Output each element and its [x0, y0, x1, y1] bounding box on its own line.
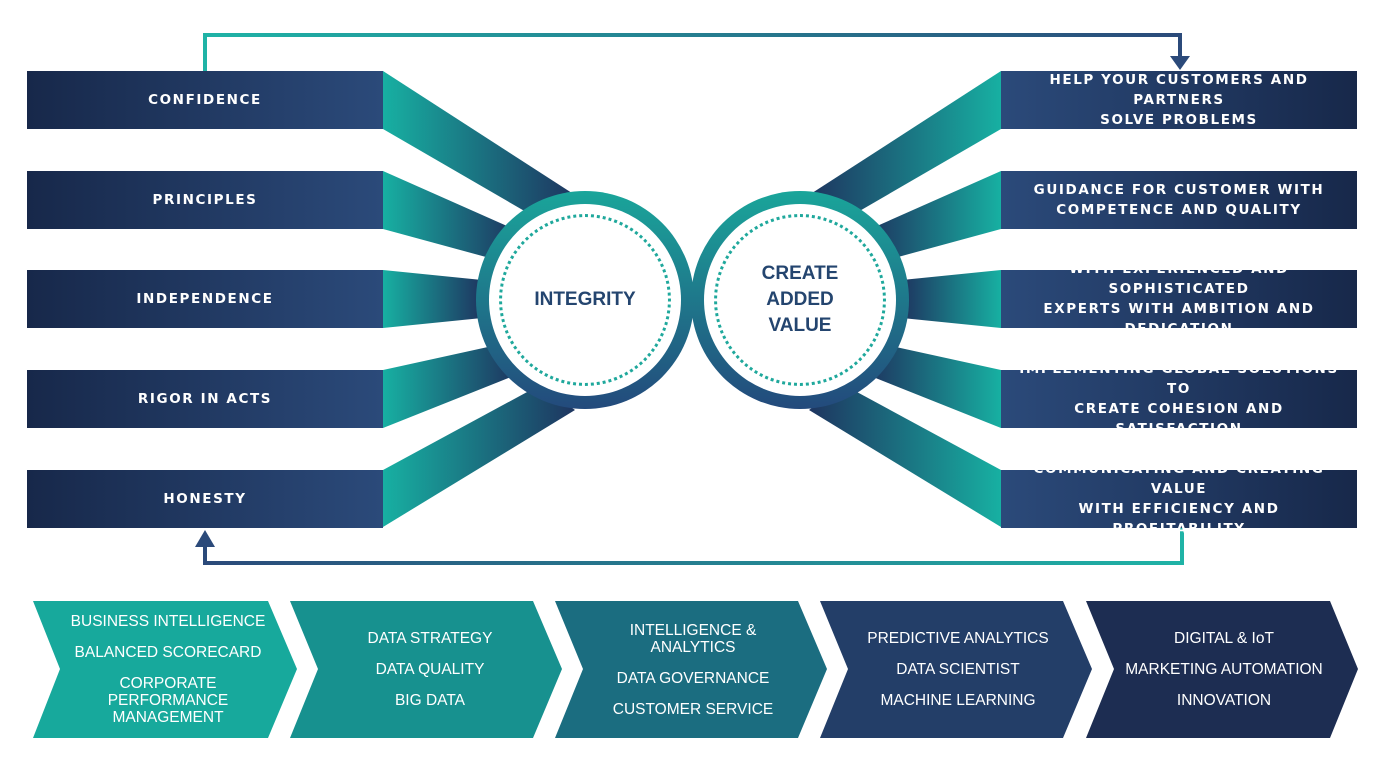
ray-global-solutions [868, 345, 1001, 428]
left-bar-independence: INDEPENDENCE [27, 270, 383, 328]
integrity-circle-dotted-ring: INTEGRITY [499, 214, 671, 386]
right-bar-communicating: COMMUNICATING AND CREATING VALUE WITH EF… [1001, 461, 1357, 537]
chevron-4-item-1: PREDICTIVE ANALYTICS [867, 630, 1049, 647]
integrity-circle: INTEGRITY [476, 191, 694, 409]
left-bar-principles: PRINCIPLES [27, 171, 383, 229]
chevron-5-item-2: MARKETING AUTOMATION [1125, 661, 1323, 678]
added-value-circle: CREATE ADDED VALUE [691, 191, 909, 409]
left-bar-honesty: HONESTY [27, 470, 383, 528]
chevron-5-item-3: INNOVATION [1176, 692, 1272, 709]
chevron-2-item-3: BIG DATA [394, 692, 466, 709]
bottom-connector-line [203, 527, 1184, 565]
right-bar-line1: WITH EXPERIENCED AND SOPHISTICATED [1069, 261, 1289, 297]
right-bar-experts: WITH EXPERIENCED AND SOPHISTICATED EXPER… [1001, 261, 1357, 337]
added-value-circle-inner: CREATE ADDED VALUE [704, 204, 896, 396]
right-bar-line2: COMPETENCE AND QUALITY [1056, 202, 1302, 218]
left-bar-label: PRINCIPLES [152, 192, 258, 208]
left-bar-label: INDEPENDENCE [136, 291, 274, 307]
right-bar-line1: HELP YOUR CUSTOMERS AND PARTNERS [1049, 72, 1309, 108]
added-value-label-line2: VALUE [768, 315, 832, 336]
ray-guidance [868, 171, 1001, 260]
ray-confidence [383, 71, 575, 220]
chevron-2-shape [290, 601, 562, 738]
chevron-5: DIGITAL & IoT MARKETING AUTOMATION INNOV… [1104, 601, 1344, 738]
chevron-1-item-1: BUSINESS INTELLIGENCE [70, 613, 266, 630]
ray-rigor [383, 345, 516, 428]
right-bar-guidance: GUIDANCE FOR CUSTOMER WITH COMPETENCE AN… [1001, 171, 1357, 229]
chevron-3-item-1: INTELLIGENCE & ANALYTICS [629, 621, 757, 656]
chevron-3-item-3: CUSTOMER SERVICE [612, 700, 774, 718]
top-arrow-head [1170, 56, 1190, 70]
bottom-arrow-head [195, 530, 215, 547]
top-connector-line [203, 33, 1182, 71]
chevron-2-item-2: DATA QUALITY [375, 661, 485, 678]
left-bar-confidence: CONFIDENCE [27, 71, 383, 129]
integrity-label: INTEGRITY [534, 289, 636, 310]
chevron-5-shape [1086, 601, 1358, 738]
chevron-1-shape [33, 601, 297, 738]
chevron-2-item-1: DATA STRATEGY [367, 630, 493, 647]
ray-communicating [809, 385, 1001, 527]
chevron-3: INTELLIGENCE & ANALYTICS DATA GOVERNANCE… [573, 601, 813, 738]
right-bar-help-customers: HELP YOUR CUSTOMERS AND PARTNERS SOLVE P… [1001, 71, 1357, 129]
ray-principles [383, 171, 516, 260]
right-bar-line1: GUIDANCE FOR CUSTOMER WITH [1033, 182, 1325, 198]
ray-independence [383, 270, 482, 328]
chevron-4-shape [820, 601, 1092, 738]
chevron-4-item-2: DATA SCIENTIST [896, 661, 1020, 678]
chevron-1-item-2: BALANCED SCORECARD [74, 644, 262, 661]
chevron-4-item-3: MACHINE LEARNING [880, 692, 1036, 709]
chevron-3-item-2: DATA GOVERNANCE [616, 669, 770, 687]
ray-honesty [383, 385, 575, 527]
chevron-1: BUSINESS INTELLIGENCE BALANCED SCORECARD… [50, 601, 286, 738]
ray-experts [902, 270, 1001, 328]
added-value-circle-dotted-ring: CREATE ADDED VALUE [714, 214, 886, 386]
ray-help-customers [809, 71, 1001, 220]
right-bar-line1: COMMUNICATING AND CREATING VALUE [1033, 461, 1325, 497]
added-value-label-line1: CREATE ADDED [761, 263, 839, 310]
left-bar-label: RIGOR IN ACTS [137, 391, 273, 407]
chevron-5-item-1: DIGITAL & IoT [1174, 630, 1274, 647]
right-bar-line2: EXPERTS WITH AMBITION AND DEDICATION [1043, 301, 1315, 337]
chevron-2: DATA STRATEGY DATA QUALITY BIG DATA [310, 601, 550, 738]
right-bar-line2: SOLVE PROBLEMS [1100, 112, 1258, 128]
right-bar-global-solutions: IMPLEMENTING GLOBAL SOLUTIONS TO CREATE … [1001, 361, 1357, 437]
integrity-circle-inner: INTEGRITY [489, 204, 681, 396]
chevron-3-shape [555, 601, 827, 738]
left-bar-label: CONFIDENCE [148, 92, 262, 108]
left-bar-label: HONESTY [163, 491, 247, 507]
chevron-4: PREDICTIVE ANALYTICS DATA SCIENTIST MACH… [838, 601, 1078, 738]
left-bar-rigor-in-acts: RIGOR IN ACTS [27, 370, 383, 428]
right-bar-line1: IMPLEMENTING GLOBAL SOLUTIONS TO [1019, 361, 1339, 397]
right-bar-line2: WITH EFFICIENCY AND PROFITABILITY [1078, 501, 1280, 537]
chevron-1-item-3: CORPORATE PERFORMANCE MANAGEMENT [107, 675, 229, 726]
right-bar-line2: CREATE COHESION AND SATISFACTION [1074, 401, 1284, 437]
